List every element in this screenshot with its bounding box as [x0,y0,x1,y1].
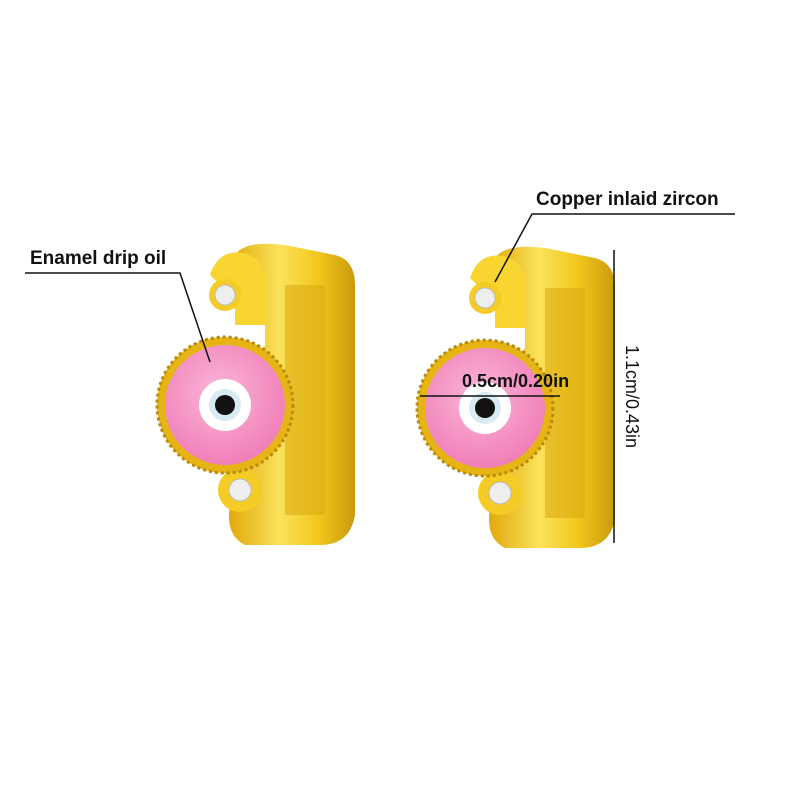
zircon-label: Copper inlaid zircon [536,189,719,210]
left-earring [155,242,357,547]
right-earring [415,245,617,550]
height-dimension: 1.1cm/0.43in [622,344,643,449]
width-dimension: 0.5cm/0.20in [462,371,570,391]
enamel-label: Enamel drip oil [30,248,167,269]
annotation-lines [25,213,735,543]
